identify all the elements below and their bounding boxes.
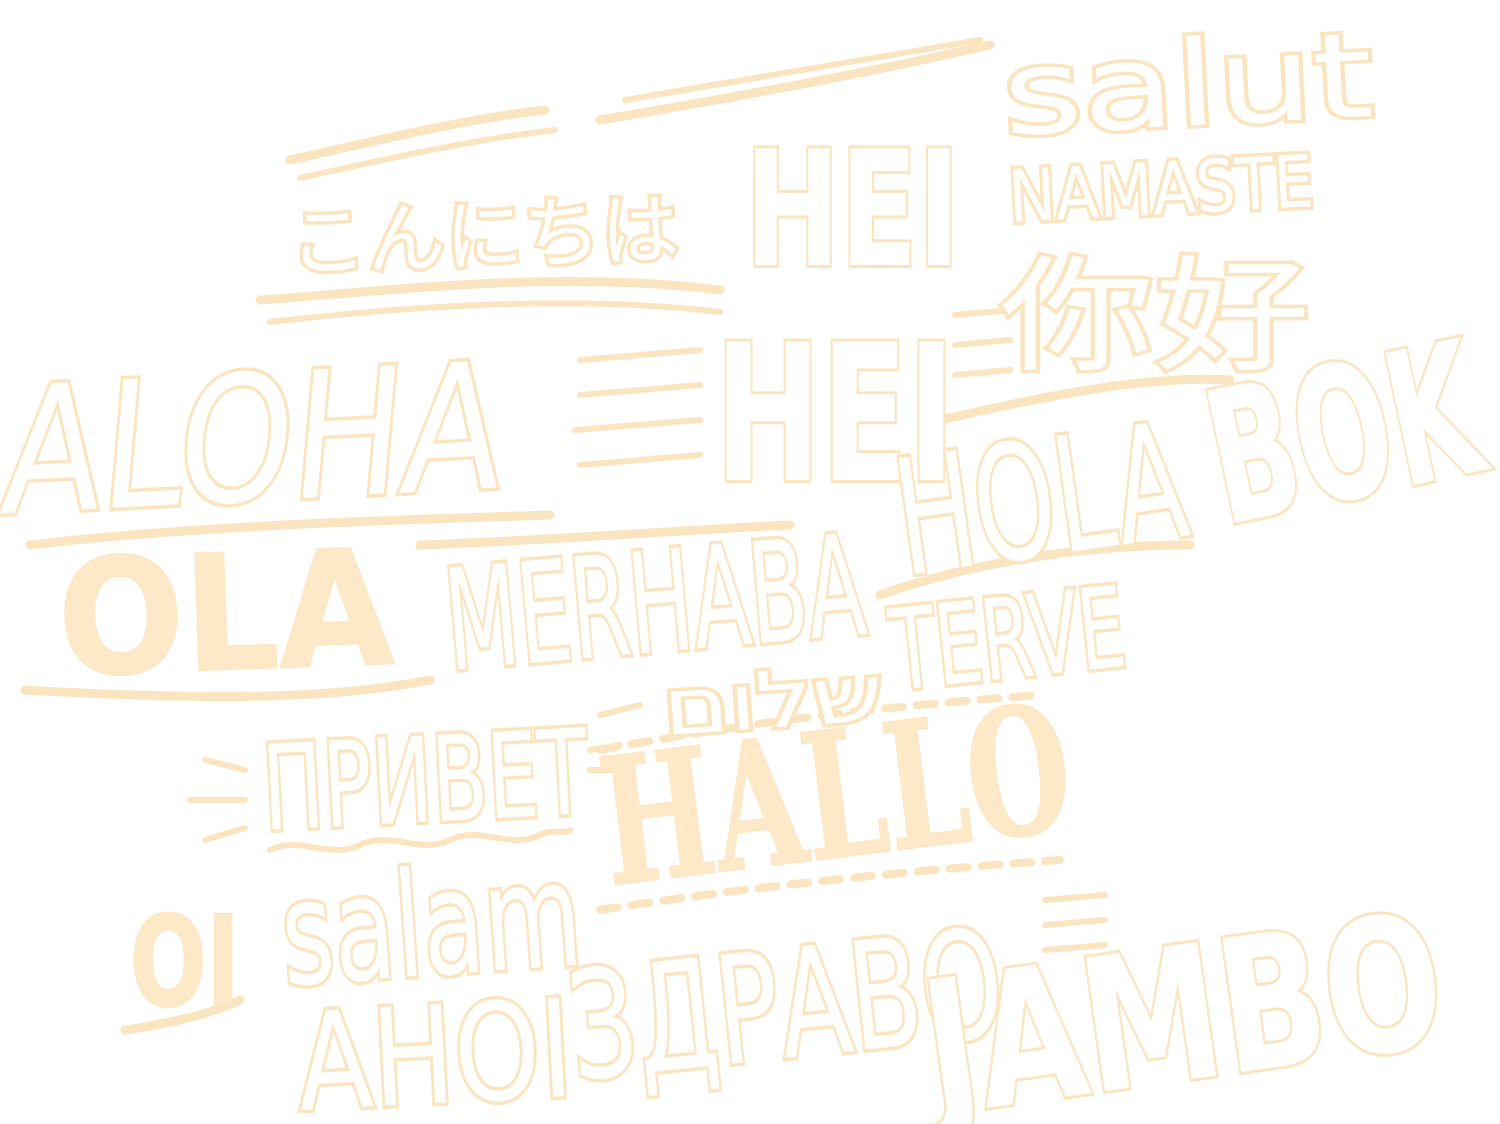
- top-swash-line-2: [622, 37, 983, 103]
- privet-right-line-1: [587, 742, 623, 753]
- merhaba-top-line: [415, 520, 795, 550]
- aloha-side-line-3: [572, 417, 703, 433]
- hola-bottom-line: [875, 540, 1195, 600]
- privet-ray-1: [202, 757, 248, 773]
- greeting-ahoi: AHOI: [293, 971, 576, 1124]
- top-swash-line: [595, 40, 995, 125]
- greeting-shalom: שלום: [660, 649, 886, 754]
- greeting-hei-top: HEI: [745, 116, 960, 303]
- aloha-top-wave: [255, 276, 725, 305]
- shalom-dashed-line: [596, 691, 1044, 754]
- jambo-side-line-1: [1042, 892, 1108, 903]
- greeting-salam: salam: [276, 830, 587, 1020]
- privet-wave-underline: [267, 827, 573, 853]
- privet-ray-3: [202, 825, 248, 843]
- greeting-terve: TERVE: [884, 563, 1132, 717]
- greeting-konnichiwa: こんにちは: [288, 185, 681, 289]
- ola-top-line: [25, 510, 555, 550]
- aloha-top-wave-2: [267, 300, 723, 325]
- aloha-side-line-2: [577, 382, 703, 398]
- jambo-side-line-3: [1042, 942, 1108, 953]
- jambo-side-line-2: [1042, 917, 1108, 928]
- ola-bottom-line: [20, 675, 435, 702]
- aloha-side-line-1: [577, 347, 703, 363]
- oi-underline: [120, 995, 245, 1035]
- konnichiwa-swash-line-2: [297, 127, 558, 181]
- greeting-oi: OI: [130, 890, 240, 1035]
- greeting-merhaba: MERHABA: [439, 505, 872, 704]
- greeting-ola: OLA: [55, 514, 396, 713]
- hola-top-line: [935, 374, 1235, 425]
- greeting-nihao: 你好: [1000, 245, 1310, 390]
- greeting-namaste: NAMASTE: [1006, 139, 1315, 239]
- greeting-privet: ПРИВЕТ: [259, 703, 591, 858]
- decorative-lines: [20, 37, 1235, 1035]
- greeting-aloha: ALOHA: [0, 325, 512, 555]
- nihao-side-line-3: [952, 367, 1013, 378]
- shalom-side-line: [597, 702, 643, 718]
- nihao-side-line-2: [952, 337, 1013, 348]
- konnichiwa-swash-line: [285, 105, 550, 165]
- hallo-dashed-line: [596, 856, 1064, 914]
- greeting-hei-bottom: HEI: [715, 304, 955, 525]
- greeting-hola: HOLA: [884, 387, 1197, 613]
- aloha-side-line-4: [577, 452, 703, 468]
- nihao-side-line-1: [952, 307, 1013, 318]
- greeting-salut: salut: [999, 6, 1376, 163]
